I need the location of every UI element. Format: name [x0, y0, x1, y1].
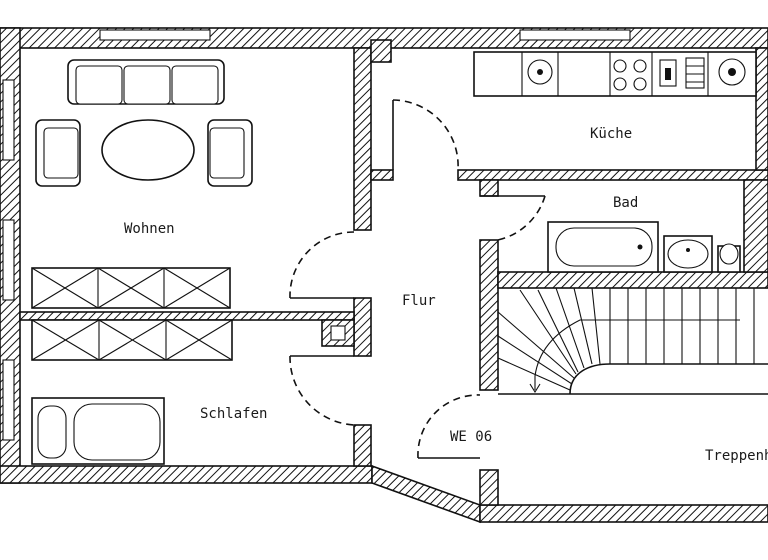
- label-unit: WE 06: [450, 429, 492, 445]
- door-wohnen: [289, 231, 355, 299]
- wardrobe-wohnen: [31, 267, 231, 309]
- stair-direction-arrow: [534, 319, 740, 390]
- wall-bottom-right: [479, 504, 768, 523]
- wohnen-furniture: [31, 59, 253, 309]
- wall-kueche-flur: [370, 169, 394, 181]
- label-bad: Bad: [613, 195, 638, 211]
- wall-schlafen-flur: [353, 297, 372, 357]
- armchair-right: [207, 119, 253, 187]
- wall-schlafen-flur-low: [353, 424, 372, 467]
- room-labels: Wohnen Küche Bad Flur Schlafen WE 06 Tre…: [124, 126, 768, 464]
- window-top-2: [519, 29, 631, 41]
- schlafen-furniture: [31, 319, 233, 465]
- wall-bad-left-low: [479, 239, 499, 391]
- wall-bottom-left: [0, 465, 373, 484]
- armchair-left: [35, 119, 81, 187]
- label-treppenhaus: Treppenh: [705, 448, 768, 464]
- toilet-icon: [717, 243, 741, 273]
- wall-wohnen-schlafen: [19, 311, 355, 321]
- tap-icon: [659, 59, 677, 87]
- door-bad: [497, 195, 546, 241]
- label-wohnen: Wohnen: [124, 221, 175, 237]
- sink-icon: [527, 59, 553, 85]
- window-left-3: [2, 359, 15, 441]
- wall-kueche-right: [755, 47, 768, 171]
- shaft-inner: [330, 325, 346, 341]
- label-flur: Flur: [402, 293, 436, 309]
- wall-wohnen-flur: [353, 47, 372, 231]
- label-schlafen: Schlafen: [200, 406, 267, 422]
- wall-flur-right-low: [479, 469, 499, 506]
- stair-steps: [497, 287, 755, 391]
- shaft-top: [370, 39, 392, 63]
- staircase: [497, 287, 768, 395]
- kitchen-counter: [473, 51, 757, 97]
- washer-icon: [685, 57, 705, 89]
- wall-bad-stair: [497, 271, 768, 289]
- bath-fixtures: [547, 221, 741, 273]
- bathtub-icon: [547, 221, 659, 273]
- door-kueche: [392, 99, 459, 171]
- washbasin-icon: [663, 235, 713, 273]
- coffee-table: [101, 119, 195, 181]
- door-entry: [417, 394, 481, 459]
- wall-kueche-bad: [457, 169, 768, 181]
- label-kueche: Küche: [590, 126, 632, 142]
- dishwasher-icon: [718, 58, 746, 86]
- wall-bad-right: [743, 179, 768, 273]
- wall-bad-left: [479, 179, 499, 197]
- door-schlafen: [289, 355, 355, 426]
- sofa: [67, 59, 225, 105]
- window-left-2: [2, 219, 15, 301]
- doors: [289, 99, 546, 459]
- stove-icon: [613, 59, 647, 91]
- wall-bottom-diagonal: [371, 464, 481, 524]
- window-top-1: [99, 29, 211, 41]
- bed: [31, 397, 165, 465]
- wardrobe-schlafen: [31, 319, 233, 361]
- window-left-1: [2, 79, 15, 161]
